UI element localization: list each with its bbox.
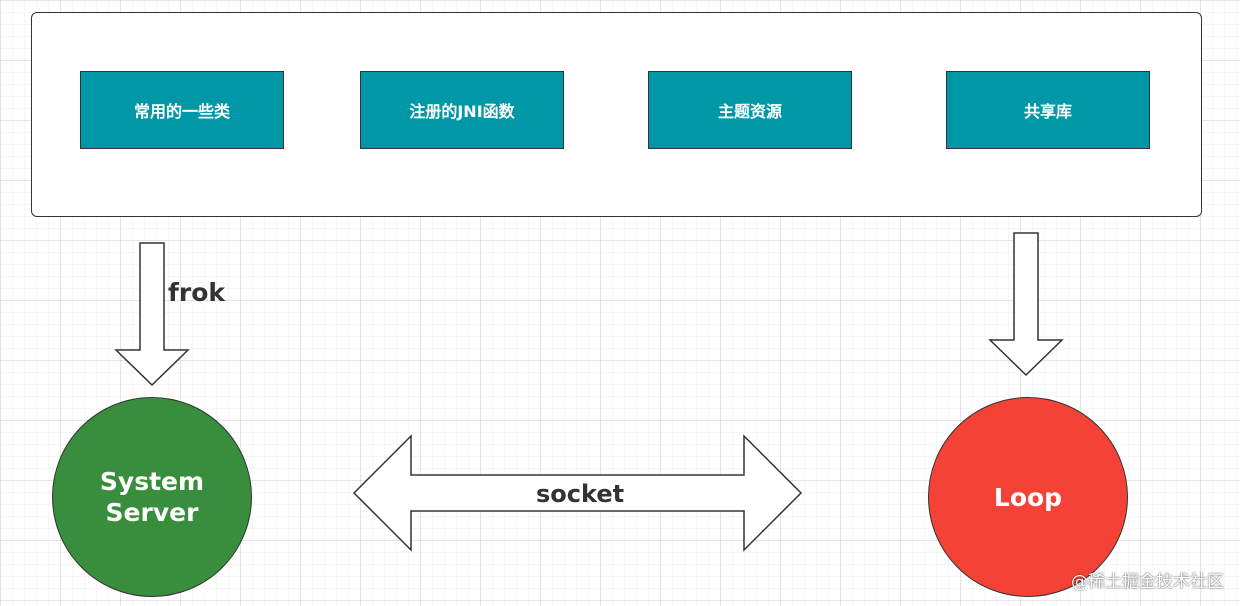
module-theme-resources: 主题资源 xyxy=(648,71,852,149)
loop-node: Loop xyxy=(928,397,1128,597)
fork-arrow xyxy=(114,242,190,387)
loop-arrow xyxy=(988,232,1064,377)
watermark: @稀土掘金技术社区 xyxy=(1071,572,1224,592)
fork-label: frok xyxy=(168,278,226,307)
module-common-classes: 常用的一些类 xyxy=(80,71,284,149)
system-server-label-line2: Server xyxy=(105,498,199,527)
loop-label: Loop xyxy=(993,482,1063,512)
system-server-label: System Server xyxy=(100,466,204,528)
module-shared-libraries: 共享库 xyxy=(946,71,1150,149)
module-jni-functions: 注册的JNI函数 xyxy=(360,71,564,149)
system-server-node: System Server xyxy=(52,397,252,597)
system-server-label-line1: System xyxy=(99,467,205,496)
socket-double-arrow xyxy=(352,434,803,552)
socket-label: socket xyxy=(536,480,625,508)
